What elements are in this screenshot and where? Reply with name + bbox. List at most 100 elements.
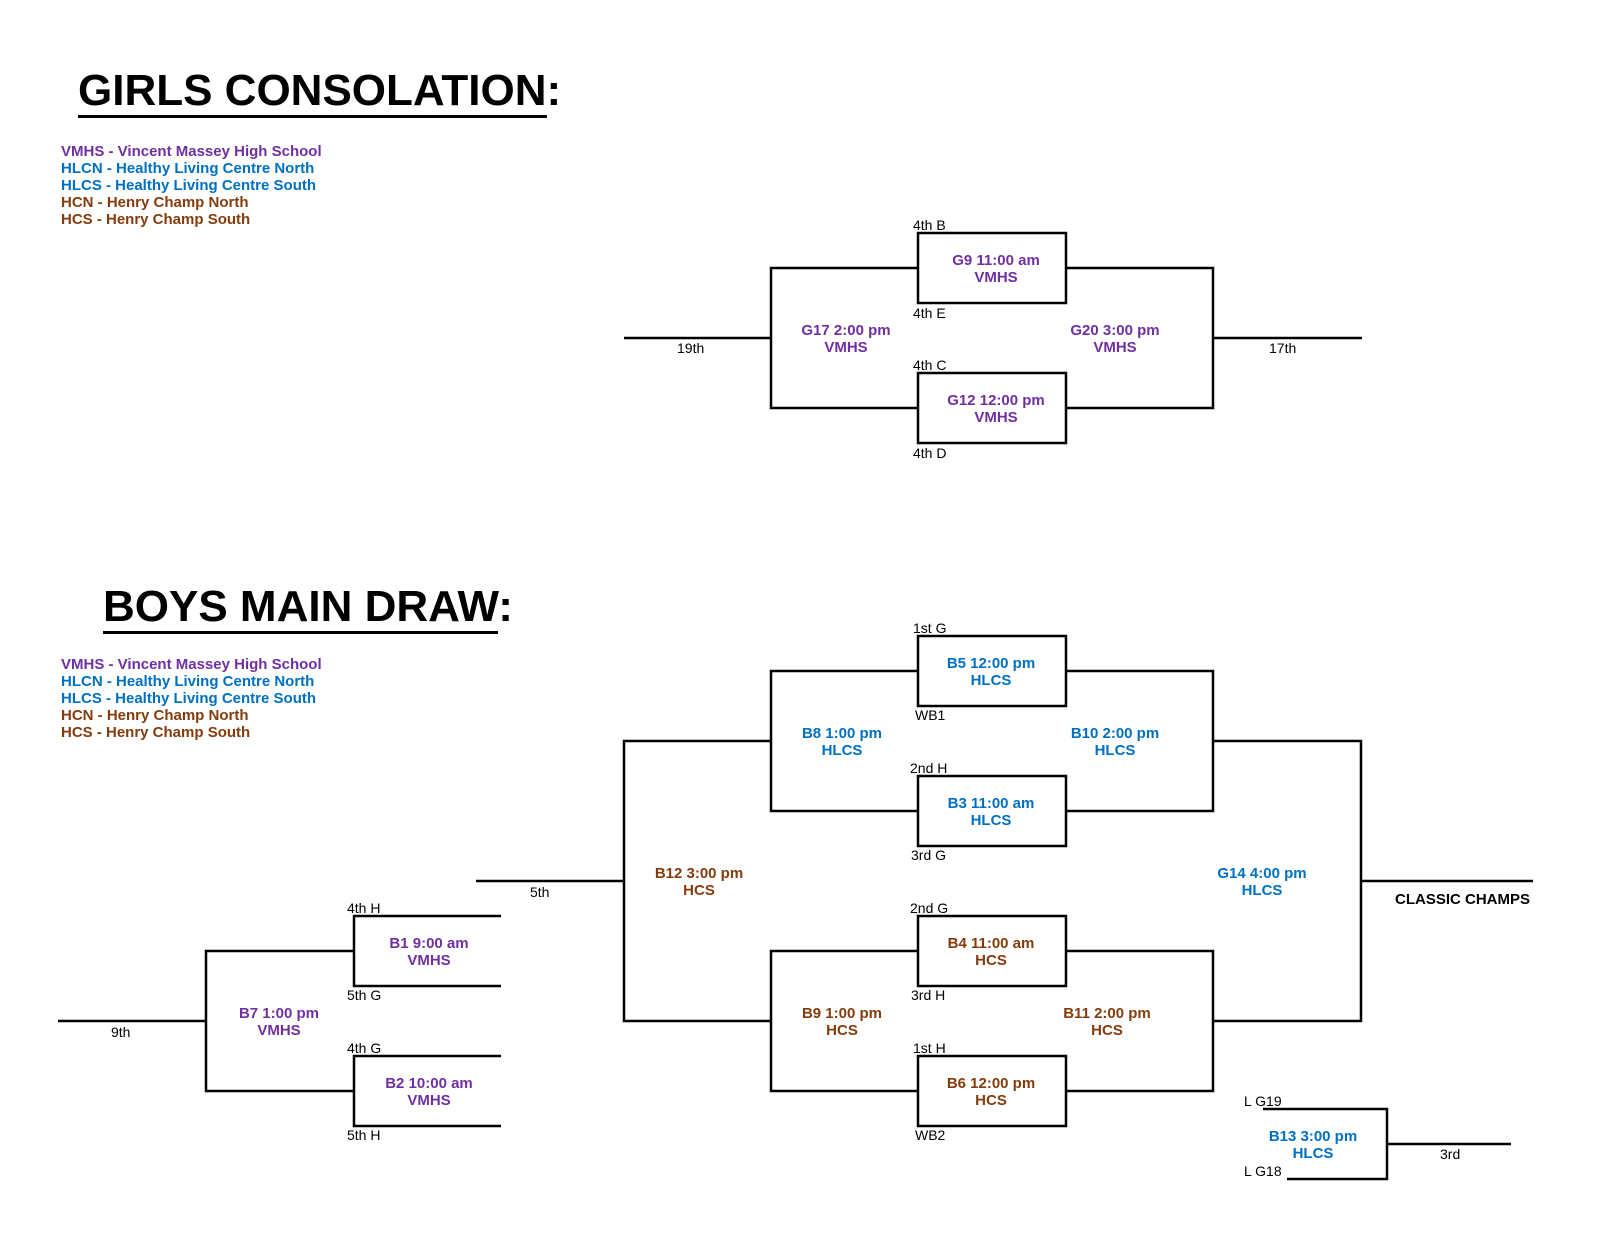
slot-label: 4th E (913, 305, 946, 321)
game-venue: HCS (975, 1092, 1007, 1109)
slot-label: 9th (111, 1024, 130, 1040)
boys-section-title: BOYS MAIN DRAW: (103, 582, 513, 634)
game-venue: HLCS (822, 742, 863, 759)
girls-legend: VMHS - Vincent Massey High School HLCN -… (61, 143, 322, 228)
legend-item-vmhs: VMHS - Vincent Massey High School (61, 656, 322, 673)
legend-item-hcs: HCS - Henry Champ South (61, 211, 251, 228)
legend-item-hcn: HCN - Henry Champ North (61, 194, 249, 211)
slot-label: 3rd H (911, 987, 945, 1003)
legend-item-hlcs: HLCS - Healthy Living Centre South (61, 177, 317, 194)
game-venue: HLCS (971, 672, 1012, 689)
game-venue: HCS (683, 882, 715, 899)
game-time: G9 11:00 am (952, 252, 1040, 269)
legend-item-hcn: HCN - Henry Champ North (61, 707, 249, 724)
slot-label: WB2 (915, 1127, 946, 1143)
boys-title-text: BOYS MAIN DRAW (103, 582, 499, 634)
slot-labels: 4th B 4th E 4th C 4th D 19th 17th 1st G … (111, 217, 1530, 1179)
slot-label: L G19 (1244, 1093, 1282, 1109)
game-venue: HLCS (1293, 1145, 1334, 1162)
slot-label: 4th C (913, 357, 946, 373)
slot-label: 5th H (347, 1127, 380, 1143)
game-time: B8 1:00 pm (802, 725, 882, 742)
slot-label: 17th (1269, 340, 1296, 356)
game-time: B13 3:00 pm (1269, 1128, 1357, 1145)
game-venue: VMHS (824, 339, 867, 356)
slot-label: 1st G (913, 620, 946, 636)
game-time: B9 1:00 pm (802, 1005, 882, 1022)
game-time: B4 11:00 am (948, 935, 1035, 952)
legend-item-vmhs: VMHS - Vincent Massey High School (61, 143, 322, 160)
slot-label: 2nd G (910, 900, 948, 916)
game-venue: HCS (975, 952, 1007, 969)
game-time: B6 12:00 pm (947, 1075, 1035, 1092)
bracket-lines (58, 231, 1533, 1181)
game-time: B3 11:00 am (948, 795, 1035, 812)
game-venue: VMHS (974, 409, 1017, 426)
slot-label: 3rd G (911, 847, 946, 863)
game-venue: VMHS (974, 269, 1017, 286)
game-venue: HLCS (971, 812, 1012, 829)
game-time: B11 2:00 pm (1063, 1005, 1151, 1022)
game-time: B10 2:00 pm (1071, 725, 1159, 742)
game-time: G17 2:00 pm (801, 322, 890, 339)
girls-title-colon: : (546, 66, 562, 115)
legend-item-hlcn: HLCN - Healthy Living Centre North (61, 160, 315, 177)
legend-item-hcs: HCS - Henry Champ South (61, 724, 251, 741)
game-venue: VMHS (407, 1092, 450, 1109)
slot-label: 5th (530, 884, 549, 900)
slot-label: 4th H (347, 900, 380, 916)
slot-label: 1st H (913, 1040, 946, 1056)
girls-section-title: GIRLS CONSOLATION: (78, 66, 562, 118)
game-time: B7 1:00 pm (239, 1005, 319, 1022)
slot-label: 4th G (347, 1040, 381, 1056)
game-venue: VMHS (407, 952, 450, 969)
game-venue: VMHS (257, 1022, 300, 1039)
slot-label: L G18 (1244, 1163, 1282, 1179)
game-time: G20 3:00 pm (1070, 322, 1159, 339)
game-time: B2 10:00 am (385, 1075, 473, 1092)
legend-item-hlcs: HLCS - Healthy Living Centre South (61, 690, 317, 707)
boys-legend: VMHS - Vincent Massey High School HLCN -… (61, 656, 322, 741)
game-venue: VMHS (1093, 339, 1136, 356)
game-time: B1 9:00 am (389, 935, 468, 952)
game-venue: HCS (826, 1022, 858, 1039)
slot-label: 3rd (1440, 1146, 1460, 1162)
slot-label: 2nd H (910, 760, 947, 776)
slot-label: 4th D (913, 445, 946, 461)
boys-title-colon: : (498, 582, 513, 631)
girls-title-text: GIRLS CONSOLATION (78, 66, 547, 118)
game-venue: HCS (1091, 1022, 1123, 1039)
classic-champs-label: CLASSIC CHAMPS (1395, 891, 1530, 908)
game-time: B5 12:00 pm (947, 655, 1035, 672)
slot-label: 4th B (913, 217, 946, 233)
game-venue: HLCS (1242, 882, 1283, 899)
legend-item-hlcn: HLCN - Healthy Living Centre North (61, 673, 315, 690)
game-time: G12 12:00 pm (947, 392, 1045, 409)
game-venue: HLCS (1095, 742, 1136, 759)
game-time: B12 3:00 pm (655, 865, 743, 882)
slot-label: 19th (677, 340, 704, 356)
game-time: G14 4:00 pm (1217, 865, 1306, 882)
slot-label: WB1 (915, 707, 946, 723)
